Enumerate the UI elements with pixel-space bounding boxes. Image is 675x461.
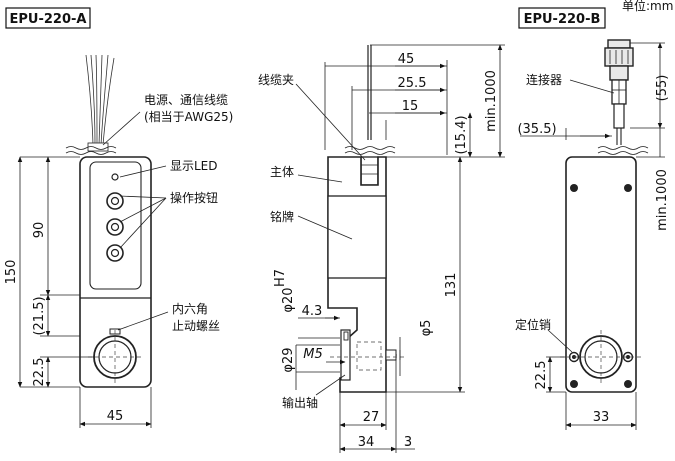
- screw-tl: [570, 184, 578, 192]
- dim-4-3: 4.3: [302, 304, 323, 319]
- operation-buttons: [106, 192, 124, 262]
- screw-tr: [624, 184, 632, 192]
- dim-phi29: φ29: [281, 347, 296, 372]
- dim-22-5-b: 22.5: [534, 361, 549, 390]
- label-power-cable: 电源、通信线缆: [144, 93, 228, 107]
- dim-phi20-tolerance: H7: [273, 269, 288, 287]
- dim-phi20: φ20: [281, 287, 296, 312]
- dim-25-5: 25.5: [398, 76, 427, 91]
- dim-45-a: 45: [107, 409, 124, 424]
- dim-45-side: 45: [398, 52, 415, 67]
- nameplate: [327, 195, 387, 279]
- dim-27: 27: [363, 410, 380, 425]
- dim-phi5: φ5: [419, 320, 434, 337]
- label-body: 主体: [270, 165, 294, 179]
- view-side: 线缆夹 主体 铭牌 输出轴 45 25.5 15 (15.4) min.1000…: [258, 44, 505, 453]
- body-outline-a: [79, 156, 152, 388]
- model-b-title: EPU-220-B: [518, 7, 606, 29]
- cable-wires: [85, 54, 115, 146]
- dim-15: 15: [402, 99, 419, 114]
- screw-br: [624, 380, 632, 388]
- led-indicator: [111, 173, 119, 181]
- dim-150: 150: [4, 260, 19, 285]
- label-hex-2: 止动螺丝: [172, 319, 220, 333]
- label-buttons: 操作按钮: [170, 190, 218, 205]
- dim-m5: M5: [303, 347, 323, 362]
- cable-sleeve: [87, 142, 109, 152]
- dim-15-4: (15.4): [454, 115, 469, 154]
- dim-22-5-a: 22.5: [32, 358, 47, 387]
- svg-text:EPU-220-A: EPU-220-A: [10, 12, 87, 27]
- screw-bl: [570, 380, 578, 388]
- model-a-title: EPU-220-A: [5, 7, 91, 29]
- cable-clamp: [360, 156, 379, 186]
- body-outline-b: [565, 156, 637, 393]
- dim-min1000-side: min.1000: [484, 70, 499, 132]
- label-locating-pin: 定位销: [515, 317, 551, 332]
- dim-90: 90: [32, 222, 47, 239]
- label-awg: (相当于AWG25): [144, 110, 233, 124]
- svg-text:EPU-220-B: EPU-220-B: [524, 12, 601, 27]
- output-shaft: [340, 329, 351, 381]
- connector: [604, 39, 634, 129]
- label-connector: 连接器: [526, 72, 562, 87]
- unit-label: 单位:mm: [622, 0, 673, 13]
- label-led: 显示LED: [170, 159, 218, 173]
- dim-min1000-b: min.1000: [655, 169, 670, 231]
- label-cable-clamp: 线缆夹: [258, 73, 294, 87]
- dim-21-5: (21.5): [32, 296, 47, 335]
- dim-33: 33: [593, 410, 610, 425]
- dim-55: (55): [655, 75, 670, 102]
- view-a: 电源、通信线缆 (相当于AWG25) 显示LED 操作按钮 内六角 止动螺丝 1…: [4, 54, 233, 428]
- dim-131: 131: [444, 273, 459, 298]
- label-output-shaft: 输出轴: [282, 395, 318, 410]
- label-nameplate: 铭牌: [270, 209, 294, 224]
- dim-34: 34: [358, 435, 375, 450]
- label-hex-1: 内六角: [172, 302, 208, 316]
- dim-35-5: (35.5): [517, 122, 556, 137]
- view-b: 连接器 定位销 (55) (35.5) min.1000 22.5 33: [515, 39, 670, 430]
- dim-3: 3: [404, 435, 412, 450]
